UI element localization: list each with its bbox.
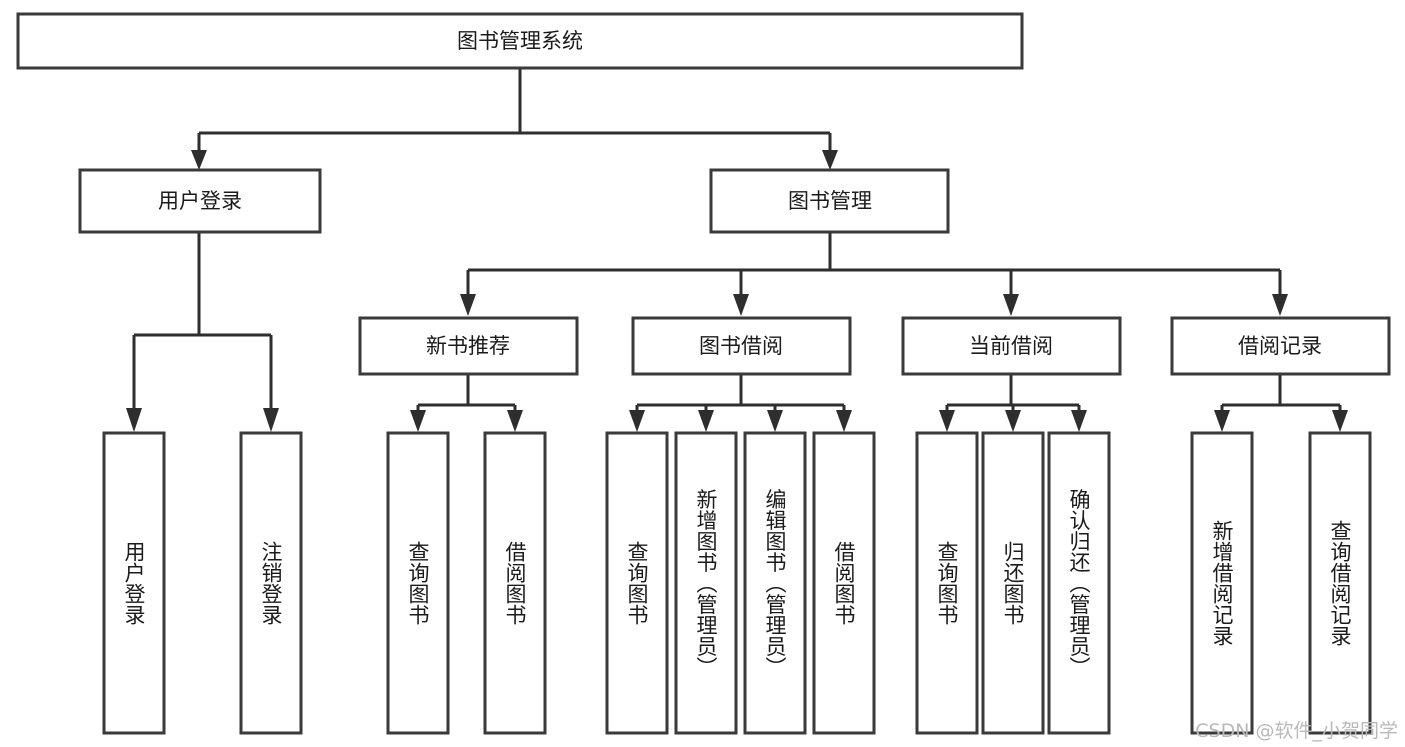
leaf-node[interactable]: 注销登录 xyxy=(239,431,303,735)
arrow-user-login-leaf-1 xyxy=(263,408,279,432)
arrow-new-book-leaf-1 xyxy=(507,410,523,432)
node-current-borrow-box[interactable] xyxy=(901,316,1122,376)
leaf-node[interactable]: 确认归还（管理员） xyxy=(1047,431,1111,735)
leaf-book-borrow-3-label: 借阅图书 xyxy=(832,541,856,625)
leaf-node[interactable]: 查询图书 xyxy=(915,431,979,735)
node-user-login-label: 用户登录 xyxy=(158,189,242,213)
node-root-system[interactable]: 图书管理系统 xyxy=(16,12,1024,70)
leaf-book-borrow-0-label: 查询图书 xyxy=(625,541,649,625)
leaf-user-login-0-label: 用户登录 xyxy=(122,541,146,625)
leaf-node[interactable]: 查询图书 xyxy=(605,431,669,735)
node-root-box[interactable] xyxy=(16,12,1024,70)
connector-layer xyxy=(126,68,1348,432)
node-new-book-recommend-label: 新书推荐 xyxy=(426,334,510,358)
leaf-user-login-0-box[interactable] xyxy=(102,431,166,735)
arrow-book-borrow-leaf-2 xyxy=(767,410,783,432)
leaf-node[interactable]: 查询借阅记录 xyxy=(1308,431,1372,735)
arrow-book-borrow-leaf-3 xyxy=(836,410,852,432)
arrow-to-book-borrow xyxy=(733,294,749,316)
leaf-user-login-1-label: 注销登录 xyxy=(259,541,283,625)
leaf-book-borrow-1-label: 新增图书（管理员） xyxy=(694,489,718,678)
leaf-node[interactable]: 新增图书（管理员） xyxy=(674,431,738,735)
node-current-borrow[interactable]: 当前借阅 xyxy=(901,316,1122,376)
arrow-current-borrow-leaf-0 xyxy=(939,410,955,432)
arrow-to-current-borrow xyxy=(1003,294,1019,316)
node-book-manage-box[interactable] xyxy=(709,168,950,234)
leaf-current-borrow-1-box[interactable] xyxy=(981,431,1045,735)
node-book-borrow-label: 图书借阅 xyxy=(699,334,783,358)
arrow-current-borrow-leaf-1 xyxy=(1005,410,1021,432)
leaf-borrow-record-0-label: 新增借阅记录 xyxy=(1210,520,1234,646)
leaf-node[interactable]: 查询图书 xyxy=(386,431,450,735)
leaf-node[interactable]: 新增借阅记录 xyxy=(1190,431,1254,735)
arrow-borrow-record-leaf-1 xyxy=(1332,410,1348,432)
leaf-borrow-record-0-box[interactable] xyxy=(1190,431,1254,735)
node-book-borrow-box[interactable] xyxy=(631,316,852,376)
leaf-book-borrow-0-box[interactable] xyxy=(605,431,669,735)
node-book-manage-label: 图书管理 xyxy=(788,189,872,213)
node-borrow-record-label: 借阅记录 xyxy=(1238,334,1322,358)
node-book-borrow[interactable]: 图书借阅 xyxy=(631,316,852,376)
leaf-new-book-1-box[interactable] xyxy=(483,431,547,735)
leaf-new-book-0-label: 查询图书 xyxy=(406,541,430,625)
leaf-book-borrow-2-label: 编辑图书（管理员） xyxy=(763,489,787,678)
leaf-current-borrow-2-box[interactable] xyxy=(1047,431,1111,735)
leaf-book-borrow-3-box[interactable] xyxy=(812,431,876,735)
node-new-book-recommend[interactable]: 新书推荐 xyxy=(358,316,579,376)
node-book-manage[interactable]: 图书管理 xyxy=(709,168,950,234)
leaf-borrow-record-1-box[interactable] xyxy=(1308,431,1372,735)
csdn-watermark: CSDN @软件_小贺同学 xyxy=(1195,720,1398,742)
arrow-to-user-login xyxy=(191,150,207,170)
arrow-book-borrow-leaf-0 xyxy=(629,410,645,432)
leaf-node[interactable]: 用户登录 xyxy=(102,431,166,735)
leaf-current-borrow-2-label: 确认归还（管理员） xyxy=(1067,489,1091,678)
leaf-current-borrow-0-label: 查询图书 xyxy=(935,541,959,625)
arrow-user-login-leaf-0 xyxy=(126,408,142,432)
arrow-borrow-record-leaf-0 xyxy=(1214,410,1230,432)
node-borrow-record[interactable]: 借阅记录 xyxy=(1170,316,1391,376)
arrow-new-book-leaf-0 xyxy=(410,410,426,432)
leaf-book-borrow-2-box[interactable] xyxy=(743,431,807,735)
leaf-book-borrow-1-box[interactable] xyxy=(674,431,738,735)
leaf-user-login-1-box[interactable] xyxy=(239,431,303,735)
node-new-book-recommend-box[interactable] xyxy=(358,316,579,376)
leaf-node[interactable]: 借阅图书 xyxy=(812,431,876,735)
leaf-node[interactable]: 借阅图书 xyxy=(483,431,547,735)
arrow-to-borrow-record xyxy=(1272,294,1288,316)
leaf-node[interactable]: 归还图书 xyxy=(981,431,1045,735)
leaf-current-borrow-0-box[interactable] xyxy=(915,431,979,735)
node-user-login[interactable]: 用户登录 xyxy=(78,168,322,234)
arrow-book-borrow-leaf-1 xyxy=(698,410,714,432)
leaf-borrow-record-1-label: 查询借阅记录 xyxy=(1328,520,1352,646)
node-current-borrow-label: 当前借阅 xyxy=(969,334,1053,358)
leaf-new-book-1-label: 借阅图书 xyxy=(503,541,527,625)
arrow-to-new-book xyxy=(460,294,476,316)
node-user-login-box[interactable] xyxy=(78,168,322,234)
node-borrow-record-box[interactable] xyxy=(1170,316,1391,376)
leaf-current-borrow-1-label: 归还图书 xyxy=(1001,541,1025,625)
leaf-new-book-0-box[interactable] xyxy=(386,431,450,735)
arrow-current-borrow-leaf-2 xyxy=(1071,410,1087,432)
arrow-to-book-manage xyxy=(822,150,838,170)
node-root-label: 图书管理系统 xyxy=(457,29,583,53)
leaf-node[interactable]: 编辑图书（管理员） xyxy=(743,431,807,735)
